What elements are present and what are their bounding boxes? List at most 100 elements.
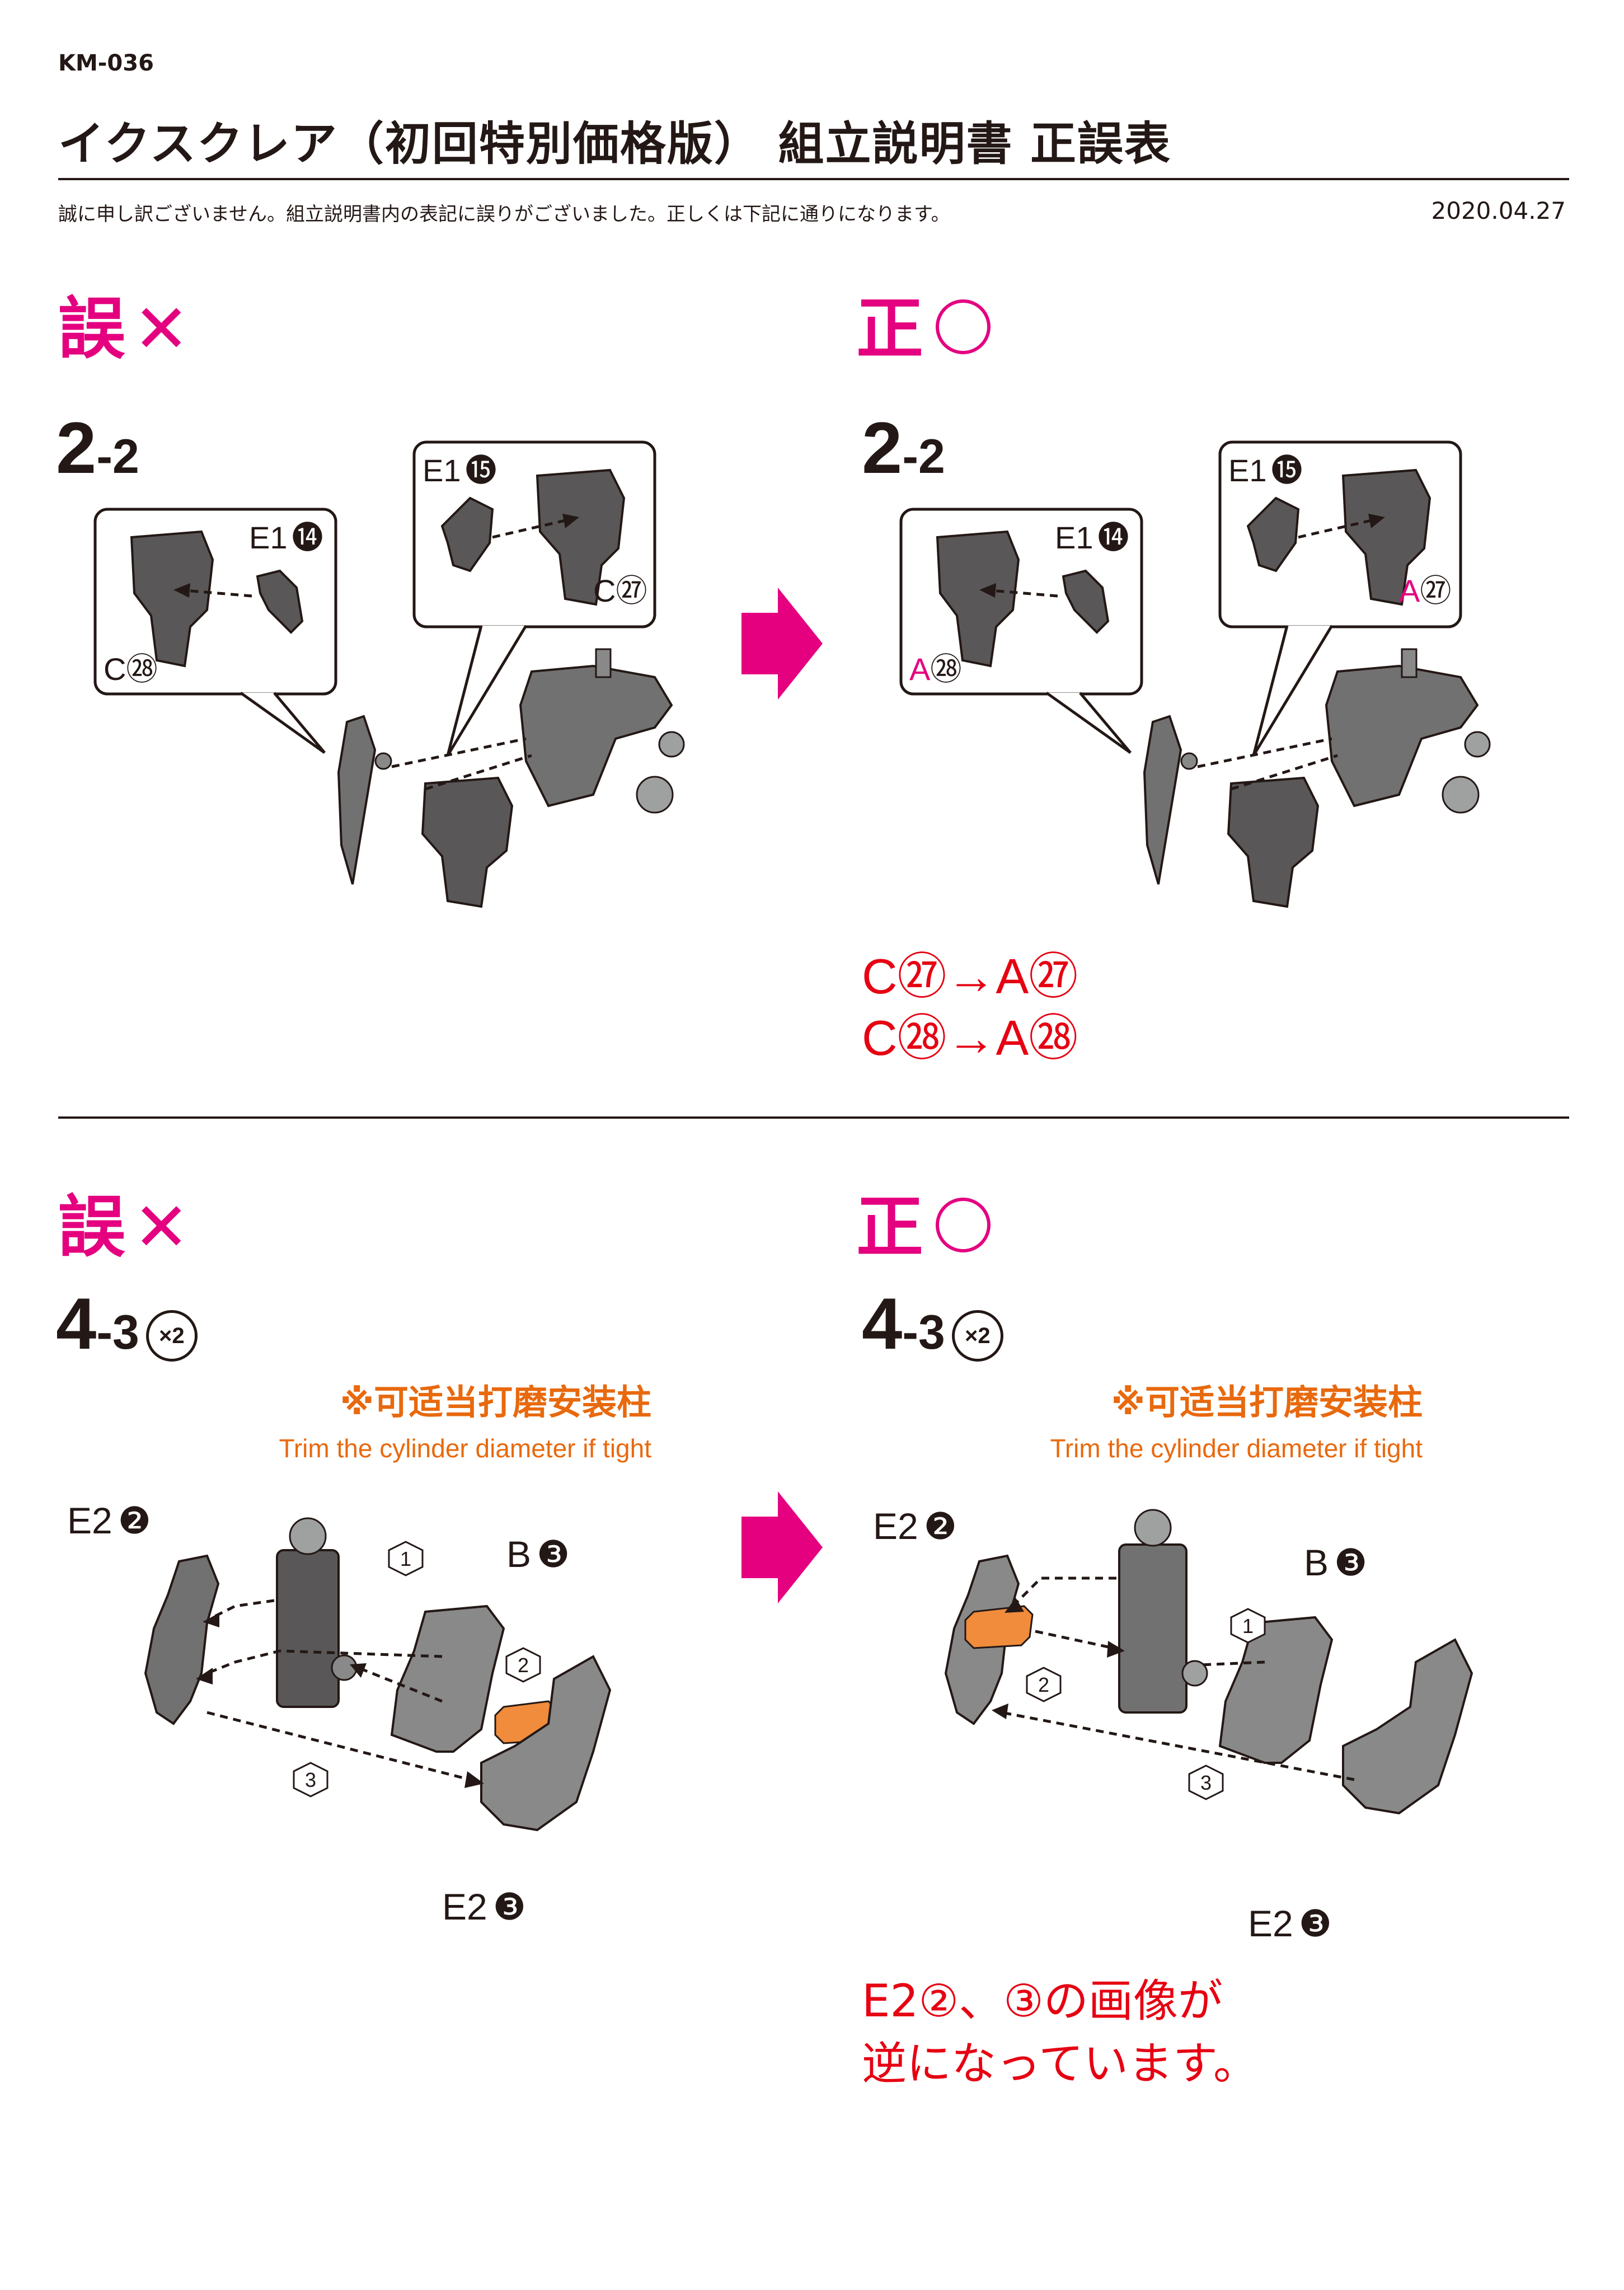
step-marker-3: 3 bbox=[1188, 1765, 1224, 1800]
step-marker-1: 1 bbox=[1230, 1608, 1266, 1644]
header-rule bbox=[58, 178, 1569, 180]
arrow-head bbox=[979, 583, 996, 598]
correction-line: E2②、③の画像が bbox=[862, 1975, 1223, 2027]
ball-joint bbox=[1134, 1509, 1172, 1547]
wrong-label-2: 誤✕ bbox=[58, 1189, 190, 1266]
right-label-2: 正 bbox=[856, 1172, 991, 1270]
trim-note-zh: ※可适当打磨安装柱 bbox=[340, 1382, 651, 1423]
arrow-dashed bbox=[1200, 1660, 1265, 1667]
step-marker-1: 1 bbox=[388, 1541, 424, 1576]
correction-arrow-1 bbox=[741, 588, 823, 700]
arrow-head bbox=[196, 1668, 213, 1684]
arrow-head bbox=[203, 1613, 219, 1627]
hip-peg bbox=[595, 648, 612, 678]
arrow-head bbox=[1107, 1641, 1125, 1658]
joint-peg bbox=[1180, 752, 1198, 770]
correction-note-2: E2②、③の画像が 逆になっています。 bbox=[862, 1970, 1258, 2095]
trim-note-zh: ※可适当打磨安装柱 bbox=[1111, 1382, 1423, 1423]
leg-part-e2-3 bbox=[480, 1655, 612, 1832]
arrow-dashed bbox=[1035, 1630, 1114, 1650]
arrow-head bbox=[350, 1663, 367, 1678]
arrow-head bbox=[464, 1771, 484, 1788]
circle-icon bbox=[936, 1198, 991, 1252]
date: 2020.04.27 bbox=[1431, 197, 1566, 224]
leg-frame-part bbox=[276, 1549, 340, 1708]
side-fin-part bbox=[337, 715, 377, 885]
main-armor-part bbox=[1227, 776, 1320, 908]
arrow-head bbox=[992, 1704, 1008, 1719]
step-marker-3: 3 bbox=[293, 1762, 328, 1798]
arrow-head bbox=[1005, 1598, 1024, 1613]
part-label-c28: C㉘ bbox=[104, 651, 157, 687]
leg-part-e2-2 bbox=[144, 1554, 220, 1725]
svg-text:3: 3 bbox=[305, 1768, 316, 1791]
step-4-3-wrong: 4-3×2 bbox=[56, 1282, 198, 1365]
part-label-c27: C㉗ bbox=[593, 573, 647, 608]
correction-arrow-2 bbox=[741, 1491, 823, 1603]
multiplier-badge: ×2 bbox=[145, 1310, 198, 1362]
hip-block-part bbox=[519, 664, 673, 808]
correction-list-1: C㉗→A㉗ C㉘→A㉘ bbox=[862, 946, 1078, 1069]
step-2-2-wrong: 2-2 bbox=[56, 407, 139, 489]
orange-cylinder-part bbox=[964, 1605, 1034, 1649]
arrow-dashed bbox=[1001, 1711, 1355, 1781]
armor-part-a28 bbox=[936, 530, 1020, 668]
apology-note: 誠に申し訳ございません。組立説明書内の表記に誤りがございました。正しくは下記に通… bbox=[58, 203, 950, 226]
multiplier-badge: ×2 bbox=[951, 1310, 1003, 1362]
socket bbox=[1181, 1660, 1208, 1687]
svg-text:1: 1 bbox=[1242, 1615, 1254, 1637]
trim-note-wrong: ※可适当打磨安装柱 Trim the cylinder diameter if … bbox=[204, 1374, 651, 1463]
circle-icon bbox=[936, 299, 991, 354]
correction-line: C㉗→A㉗ bbox=[862, 949, 1078, 1004]
hip-peg bbox=[1401, 648, 1418, 678]
trim-note-en: Trim the cylinder diameter if tight bbox=[279, 1434, 651, 1463]
armor-part-e1-15 bbox=[440, 496, 494, 572]
cross-icon: ✕ bbox=[133, 290, 190, 368]
step-4-3-right: 4-3×2 bbox=[862, 1282, 1003, 1365]
arrow-dashed bbox=[425, 754, 532, 791]
armor-part-a27 bbox=[1341, 468, 1431, 606]
step-marker-2: 2 bbox=[505, 1647, 541, 1683]
callout-pointer-left bbox=[1045, 691, 1132, 754]
armor-part-e1-14 bbox=[1062, 569, 1110, 634]
arrow-dashed bbox=[1197, 737, 1332, 768]
part-label-a28: A㉘ bbox=[909, 651, 961, 687]
callout-pointer-right bbox=[446, 625, 528, 757]
armor-part-c28 bbox=[130, 530, 214, 668]
arrow-dashed bbox=[1012, 1576, 1116, 1607]
ball-joint bbox=[1464, 731, 1491, 758]
svg-text:1: 1 bbox=[400, 1547, 411, 1570]
armor-part-e1-14 bbox=[256, 569, 304, 634]
part-label-a27: A㉗ bbox=[1399, 573, 1451, 608]
leg-frame-part bbox=[1118, 1543, 1188, 1714]
arrow-dashed bbox=[358, 1666, 443, 1703]
ball-joint bbox=[658, 731, 685, 758]
leg-part-b3 bbox=[390, 1604, 505, 1753]
step-marker-2: 2 bbox=[1026, 1667, 1062, 1702]
arrow-dashed bbox=[184, 589, 252, 598]
ball-joint bbox=[636, 776, 674, 814]
callout-pointer-left bbox=[240, 691, 326, 754]
trim-note-right: ※可适当打磨安装柱 Trim the cylinder diameter if … bbox=[975, 1374, 1423, 1463]
cross-icon: ✕ bbox=[133, 1189, 190, 1266]
armor-part-e1-15 bbox=[1246, 496, 1300, 572]
ball-joint bbox=[289, 1517, 327, 1555]
svg-text:2: 2 bbox=[518, 1654, 529, 1677]
hip-block-part bbox=[1325, 664, 1479, 808]
leg-part-b3 bbox=[1218, 1616, 1334, 1764]
side-fin-part bbox=[1143, 715, 1182, 885]
document-code: KM-036 bbox=[58, 50, 154, 76]
correction-line: C㉘→A㉘ bbox=[862, 1010, 1078, 1066]
callout-pointer-right bbox=[1252, 625, 1334, 757]
